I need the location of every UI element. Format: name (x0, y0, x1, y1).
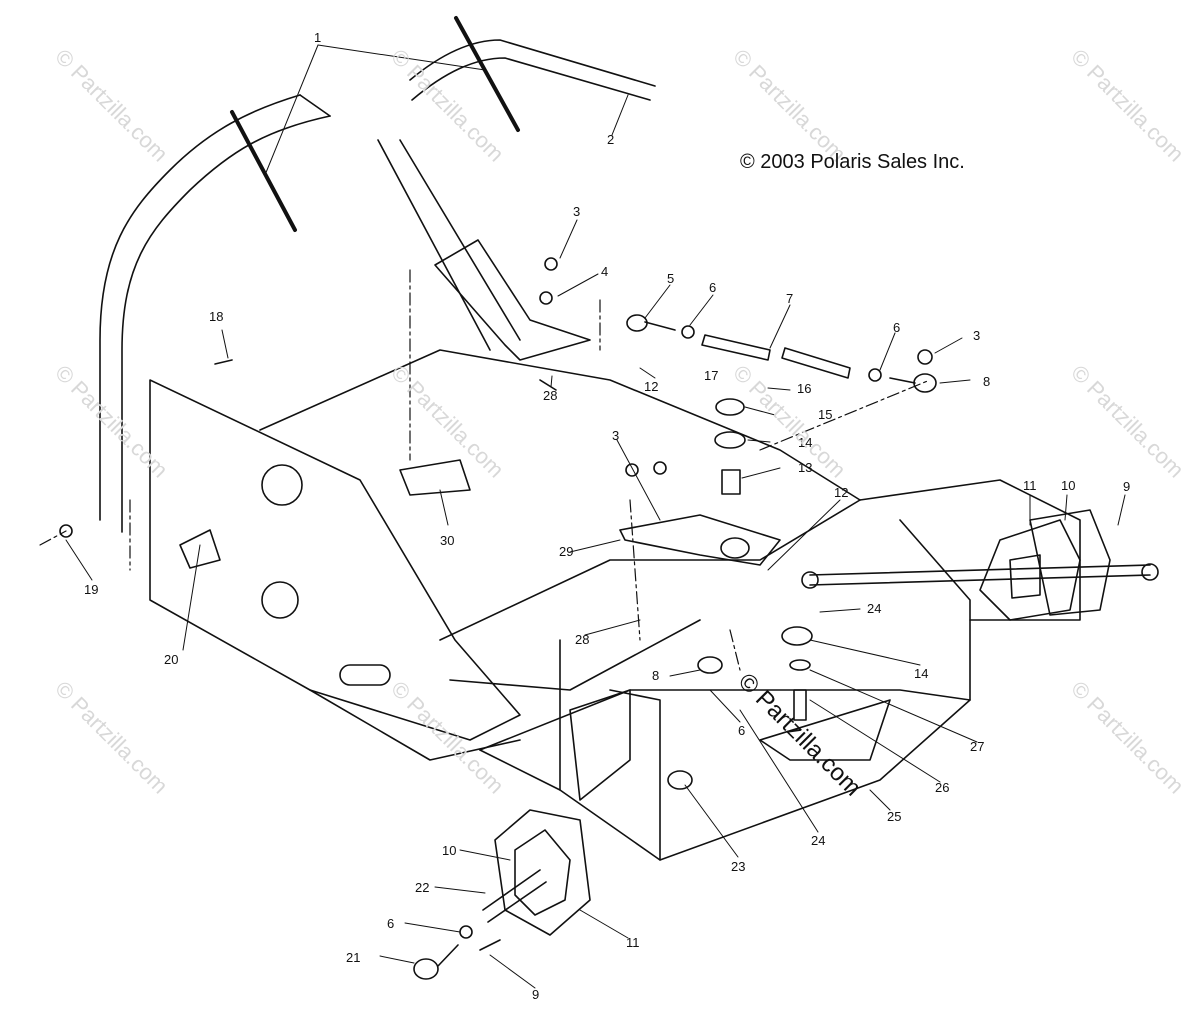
callout-label: 3 (612, 428, 619, 443)
callout-label: 11 (626, 935, 640, 950)
callout-label: 11 (1023, 478, 1037, 493)
callout-labels: 1 2 3 4 5 6 7 6 3 8 12 17 16 15 14 13 18… (84, 30, 1130, 1002)
upper-linkage (539, 257, 937, 393)
callout-label: 6 (893, 320, 900, 335)
callout-label: 28 (575, 632, 589, 647)
callout-label: 20 (164, 652, 178, 667)
left-side-plate (149, 379, 521, 741)
callout-label: 30 (440, 533, 454, 548)
callout-label: 24 (867, 601, 881, 616)
right-mount (859, 479, 1111, 621)
callout-label: 6 (709, 280, 716, 295)
callout-label: 3 (573, 204, 580, 219)
callout-label: 22 (415, 880, 429, 895)
lower-stack (697, 626, 891, 761)
callout-label: 2 (607, 132, 614, 147)
callout-label: 16 (797, 381, 811, 396)
callout-label: 15 (818, 407, 832, 422)
callout-label: 18 (209, 309, 223, 324)
callout-label: 5 (667, 271, 674, 286)
left-small-parts (59, 359, 557, 569)
pivot-stack (619, 398, 781, 566)
callout-label: 26 (935, 780, 949, 795)
lower-grommet-assembly (413, 689, 693, 980)
callout-label: 14 (914, 666, 928, 681)
callout-label: 12 (644, 379, 658, 394)
callout-label: 6 (387, 916, 394, 931)
leader-lines (65, 44, 1126, 989)
copyright-notice: © 2003 Polaris Sales Inc. (740, 151, 965, 173)
callout-label: 10 (442, 843, 456, 858)
tie-rod-right (801, 563, 1159, 589)
callout-label: 17 (704, 368, 718, 383)
callout-label: 13 (798, 460, 812, 475)
callout-label: 1 (314, 30, 321, 45)
callout-label: 10 (1061, 478, 1075, 493)
callout-label: 27 (970, 739, 984, 754)
callout-label: 7 (786, 291, 793, 306)
steering-post (377, 139, 591, 361)
grip-rods (230, 16, 520, 232)
callout-label: 4 (601, 264, 608, 279)
callout-label: 12 (834, 485, 848, 500)
callout-label: 3 (973, 328, 980, 343)
callout-label: 21 (346, 950, 360, 965)
callout-label: 24 (811, 833, 825, 848)
callout-label: 14 (798, 435, 812, 450)
callout-label: 9 (1123, 479, 1130, 494)
assembly-lines (39, 269, 931, 671)
callout-label: 9 (532, 987, 539, 1002)
callout-label: 8 (983, 374, 990, 389)
steering-bar (99, 94, 331, 533)
handlebar (409, 39, 656, 101)
callout-label: 25 (887, 809, 901, 824)
callout-label: 28 (543, 388, 557, 403)
callout-label: 6 (738, 723, 745, 738)
callout-label: 23 (731, 859, 745, 874)
front-frame (479, 519, 971, 861)
callout-label: 19 (84, 582, 98, 597)
callout-label: 8 (652, 668, 659, 683)
callout-label: 29 (559, 544, 573, 559)
